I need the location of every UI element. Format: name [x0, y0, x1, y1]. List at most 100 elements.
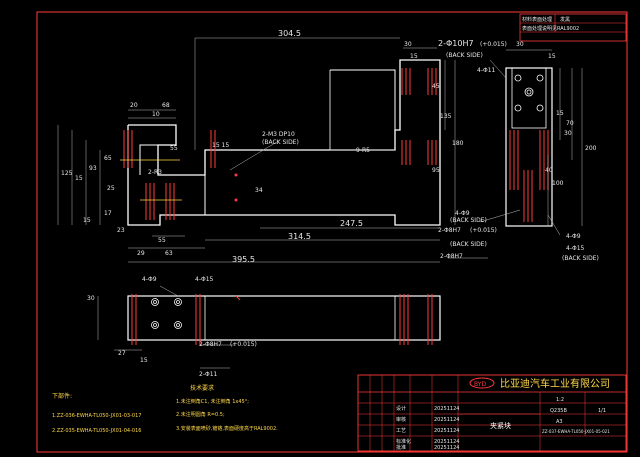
right-block-hatch — [401, 68, 437, 165]
row-date-5: 20251124 — [434, 445, 459, 451]
side-note-back-d: (BACK SIDE) — [562, 255, 599, 262]
dim-63: 63 — [165, 250, 173, 257]
side-dim-100: 100 — [552, 180, 564, 187]
side-note-tol-b: (+0.015) — [470, 227, 497, 234]
material-value: Q235B — [550, 408, 567, 414]
side-note-back-b: (BACK SIDE) — [450, 241, 487, 248]
dim-247-5: 247.5 — [340, 219, 363, 228]
row-label-4: 标准化 — [396, 438, 411, 445]
side-dim-15-b: 15 — [556, 110, 564, 117]
row-date-1: 20251124 — [434, 406, 459, 412]
side-dim-200: 200 — [585, 145, 597, 152]
dim-93: 93 — [89, 165, 97, 172]
bottom-dim-15: 15 — [140, 357, 148, 364]
left-notes-line-2: 2.ZZ-035-EWHA-TL050-JX01-04-016 — [52, 428, 141, 434]
dim-45: 45 — [432, 83, 440, 90]
side-note-hole1: 2-Φ10H7 — [438, 39, 474, 48]
side-note-hole-c: 4-Φ9 — [566, 233, 581, 240]
bottom-dim-4-phi15: 4-Φ15 — [195, 276, 214, 283]
side-dim-15: 15 — [548, 53, 556, 60]
tech-req-line-2: 2.未注明圆角 R=0.5; — [176, 411, 225, 418]
left-block-hatch — [123, 130, 216, 220]
dim-135: 135 — [440, 113, 452, 120]
top-table-row-2: 发黑 — [560, 16, 570, 23]
dim-20: 20 — [130, 102, 138, 109]
tech-req-line-1: 1.未注倒角C1, 未注倒角 1x45°; — [176, 398, 249, 405]
bottom-note-hole: 2-Φ8H7 — [199, 341, 222, 348]
dim-15-15: 15 15 — [212, 142, 229, 149]
dim-9-r5: 9-R5 — [356, 147, 370, 154]
company-name: 比亚迪汽车工业有限公司 — [500, 377, 610, 390]
side-view: 30 15 4-Φ11 15 30 70 200 100 40 2-Φ10H7 … — [438, 39, 599, 262]
sheet-value: 1/1 — [598, 408, 606, 414]
bottom-note-hole2: 2-Φ11 — [199, 371, 218, 378]
byd-logo — [469, 377, 495, 389]
side-dim-4-phi11: 4-Φ11 — [477, 67, 496, 74]
m3-hole-marker — [234, 173, 238, 177]
side-note-back-a: (BACK SIDE) — [450, 217, 487, 224]
side-note-hole-b: 2-Φ8H7 — [438, 227, 461, 234]
side-dim-40: 40 — [545, 167, 553, 174]
tech-requirements: 技术要求 1.未注倒角C1, 未注倒角 1x45°; 2.未注明圆角 R=0.5… — [176, 384, 278, 432]
left-notes-line-1: 1.ZZ-036-EWHA-TL050-JX01-03-017 — [52, 413, 141, 419]
dim-2-r3: 2-R3 — [148, 169, 162, 176]
dim-55-v: 55 — [170, 145, 178, 152]
dim-125: 125 — [61, 170, 73, 177]
dim-30: 30 — [404, 41, 412, 48]
top-table-row-3: 表面处理说明见RAL9002 — [522, 25, 579, 32]
byd-logo-text: BYD — [474, 381, 486, 388]
bottom-view: 4-Φ9 4-Φ15 30 27 15 2-Φ8H7 (+0.015) 2-Φ1… — [87, 276, 441, 378]
scale-value: 1:2 — [556, 397, 564, 403]
dim-314-5: 314.5 — [288, 232, 311, 241]
row-date-4: 20251124 — [434, 439, 459, 445]
side-note-tol1: (+0.015) — [480, 41, 507, 48]
row-label-2: 审核 — [396, 416, 406, 423]
tech-req-title: 技术要求 — [190, 384, 214, 392]
row-label-3: 工艺 — [396, 428, 406, 434]
dim-17: 17 — [104, 210, 112, 217]
dim-68: 68 — [162, 102, 170, 109]
dim-180: 180 — [452, 140, 464, 147]
dim-25: 25 — [107, 185, 115, 192]
side-note-back1: (BACK SIDE) — [446, 52, 483, 59]
side-dim-30: 30 — [516, 41, 524, 48]
side-note-hole-d: 4-Φ15 — [566, 245, 585, 252]
dim-15: 15 — [410, 53, 418, 60]
note-m3-line1: 2-M3 DP10 — [262, 131, 295, 138]
top-right-table: 材料表面处理 发黑 表面处理说明见RAL9002 — [519, 13, 627, 42]
left-notes-title: 下部件: — [52, 392, 72, 400]
dim-15-left: 15 — [75, 175, 83, 182]
bottom-view-outline — [127, 295, 441, 341]
side-dim-30-b: 30 — [564, 130, 572, 137]
row-date-3: 20251124 — [434, 428, 459, 434]
top-table-row-1: 材料表面处理 — [522, 16, 552, 23]
bottom-note-tol: (+0.015) — [230, 341, 257, 348]
bottom-dim-27: 27 — [118, 350, 126, 357]
m3-hole-marker-2 — [234, 198, 238, 202]
side-dim-70: 70 — [566, 120, 574, 127]
dim-15-bottom: 15 — [83, 217, 91, 224]
dim-304-5: 304.5 — [278, 29, 301, 38]
dim-34: 34 — [255, 187, 263, 194]
side-dim-2-phi8h7-b: 2-Φ8H7 — [440, 253, 463, 260]
sheet-size-value: A3 — [556, 419, 563, 425]
side-note-hole-a: 4-Φ9 — [455, 210, 470, 217]
row-label-5: 批准 — [396, 444, 406, 451]
tech-req-line-3: 3.安装表面喷砂,镀铬,表面硬度高于RAL9002. — [176, 425, 278, 432]
top-view: 304.5 30 15 45 135 180 95 247.5 314.5 39… — [57, 29, 464, 264]
drawing-frame — [36, 11, 628, 453]
dim-10: 10 — [152, 111, 160, 118]
drawing-number: ZZ-037-EWHA-TL050-JX01-05-021 — [542, 429, 610, 434]
dim-65: 65 — [104, 155, 112, 162]
row-date-2: 20251124 — [434, 417, 459, 423]
note-m3-line2: (BACK SIDE) — [262, 139, 299, 146]
row-label-1: 设计 — [396, 405, 406, 412]
left-notes: 下部件: 1.ZZ-036-EWHA-TL050-JX01-03-017 2.Z… — [52, 392, 141, 434]
title-block: BYD 比亚迪汽车工业有限公司 设计 20251124 审核 20251124 … — [357, 374, 627, 452]
dim-395-5: 395.5 — [232, 255, 255, 264]
dim-29: 29 — [137, 250, 145, 257]
bottom-dim-4-phi9: 4-Φ9 — [142, 276, 157, 283]
dim-95: 95 — [432, 167, 440, 174]
